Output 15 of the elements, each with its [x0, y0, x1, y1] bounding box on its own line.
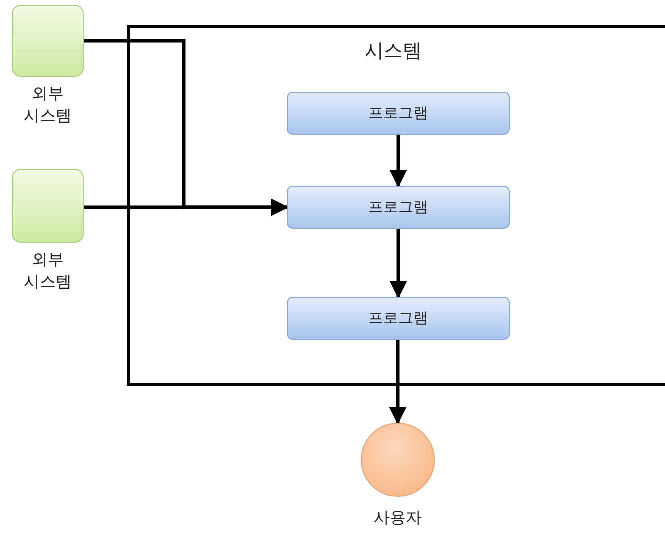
arrow	[390, 135, 408, 188]
program-box	[287, 186, 510, 229]
box-label: 프로그램	[368, 309, 428, 328]
program-box	[287, 297, 510, 340]
box-label: 프로그램	[368, 104, 428, 123]
arrow	[84, 198, 289, 216]
frame-title: 시스템	[365, 39, 422, 64]
arrow	[390, 229, 408, 299]
system-frame	[127, 25, 665, 386]
node-label: 외부 시스템	[23, 83, 73, 127]
box-label: 프로그램	[368, 198, 428, 217]
program-box	[287, 92, 510, 135]
node-label: 외부 시스템	[23, 249, 73, 293]
arrow	[389, 340, 407, 425]
node-label: 사용자	[373, 507, 423, 529]
